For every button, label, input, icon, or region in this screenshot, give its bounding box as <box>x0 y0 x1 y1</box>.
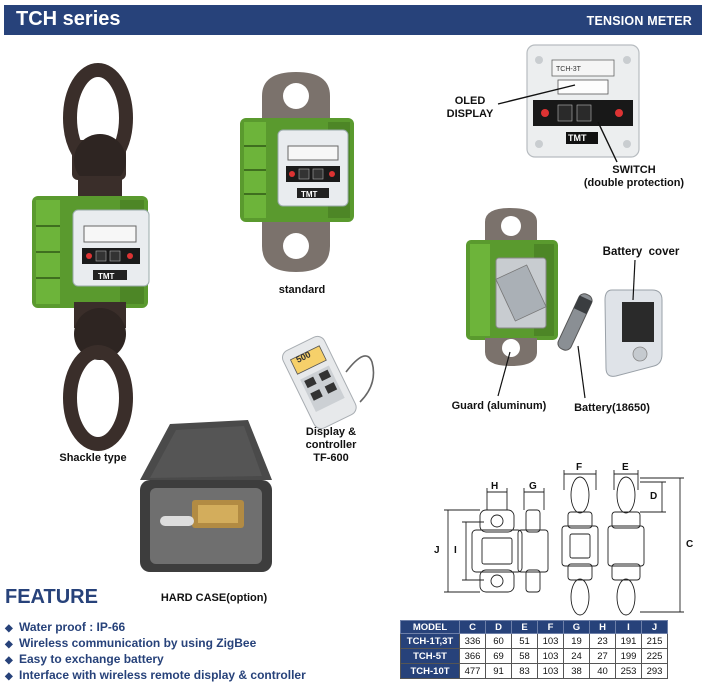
dim-label-j: J <box>434 545 440 556</box>
table-cell: 19 <box>563 633 590 649</box>
col-header: D <box>485 620 512 634</box>
table-cell: 253 <box>615 663 642 679</box>
col-header: G <box>563 620 590 634</box>
guard-caption: Guard (aluminum) <box>451 400 547 412</box>
dim-label-g: G <box>529 481 537 492</box>
col-header: F <box>537 620 564 634</box>
brand-logo-oled: TMT <box>568 133 587 143</box>
model-tag: TCH-3T <box>556 66 581 73</box>
table-cell: 38 <box>563 663 590 679</box>
table-cell: 103 <box>537 633 564 649</box>
table-row: TCH-5T 366 69 58 103 24 27 199 225 <box>400 648 668 664</box>
table-cell: 91 <box>485 663 512 679</box>
col-header: MODEL <box>400 620 460 634</box>
col-header: C <box>459 620 486 634</box>
model-cell: TCH-10T <box>400 663 460 679</box>
table-cell: 103 <box>537 648 564 664</box>
spec-table: MODEL C D E F G H I J TCH-1T,3T 336 60 5… <box>400 620 668 679</box>
model-cell: TCH-1T,3T <box>400 633 460 649</box>
oled-display-caption: OLED DISPLAY <box>446 95 494 120</box>
standard-caption: standard <box>278 284 326 296</box>
col-header: I <box>615 620 642 634</box>
table-cell: 477 <box>459 663 486 679</box>
dim-label-i: I <box>454 545 457 556</box>
battery-caption: Battery(18650) <box>574 402 650 414</box>
table-cell: 103 <box>537 663 564 679</box>
table-cell: 51 <box>511 633 538 649</box>
table-cell: 225 <box>641 648 668 664</box>
feature-item: ◆Water proof : IP-66 <box>5 620 126 634</box>
diamond-bullet-icon: ◆ <box>5 655 13 666</box>
table-cell: 40 <box>589 663 616 679</box>
table-cell: 336 <box>459 633 486 649</box>
dim-label-c: C <box>686 539 694 550</box>
feature-item: ◆Wireless communication by using ZigBee <box>5 636 257 650</box>
model-cell: TCH-5T <box>400 648 460 664</box>
shackle-type-caption: Shackle type <box>59 452 127 464</box>
feature-list: ◆Water proof : IP-66 ◆Wireless communica… <box>5 620 306 684</box>
brand-logo-shackle: TMT <box>98 272 115 281</box>
feature-item: ◆Interface with wireless remote display … <box>5 668 306 682</box>
feature-title: FEATURE <box>5 586 98 608</box>
table-cell: 293 <box>641 663 668 679</box>
table-cell: 58 <box>511 648 538 664</box>
spec-table-header: MODEL C D E F G H I J <box>400 620 668 634</box>
brand-logo-standard: TMT <box>301 190 318 199</box>
table-row: TCH-1T,3T 336 60 51 103 19 23 191 215 <box>400 633 668 649</box>
header-bar: TCH series TENSION METER <box>4 5 702 35</box>
col-header: J <box>641 620 668 634</box>
controller-reading: 500 <box>294 349 313 365</box>
dim-label-h: H <box>491 481 499 492</box>
table-cell: 366 <box>459 648 486 664</box>
controller-caption: Display & controller TF-600 <box>305 426 357 464</box>
feature-item: ◆Easy to exchange battery <box>5 652 164 666</box>
dim-label-f: F <box>576 462 583 473</box>
table-row: TCH-10T 477 91 83 103 38 40 253 293 <box>400 663 668 679</box>
table-cell: 23 <box>589 633 616 649</box>
page-title: TCH series <box>16 8 121 30</box>
table-cell: 199 <box>615 648 642 664</box>
col-header: E <box>511 620 538 634</box>
table-cell: 83 <box>511 663 538 679</box>
hardcase-caption: HARD CASE(option) <box>160 592 268 604</box>
page-subtitle: TENSION METER <box>586 14 692 28</box>
battery-cover-caption: Battery cover <box>602 246 680 258</box>
dim-label-e: E <box>622 462 629 473</box>
col-header: H <box>589 620 616 634</box>
diamond-bullet-icon: ◆ <box>5 671 13 682</box>
table-cell: 215 <box>641 633 668 649</box>
table-cell: 27 <box>589 648 616 664</box>
table-cell: 69 <box>485 648 512 664</box>
diamond-bullet-icon: ◆ <box>5 623 13 634</box>
table-cell: 191 <box>615 633 642 649</box>
table-cell: 60 <box>485 633 512 649</box>
switch-caption: SWITCH (double protection) <box>583 164 685 189</box>
table-cell: 24 <box>563 648 590 664</box>
diamond-bullet-icon: ◆ <box>5 639 13 650</box>
dim-label-d: D <box>650 491 658 502</box>
